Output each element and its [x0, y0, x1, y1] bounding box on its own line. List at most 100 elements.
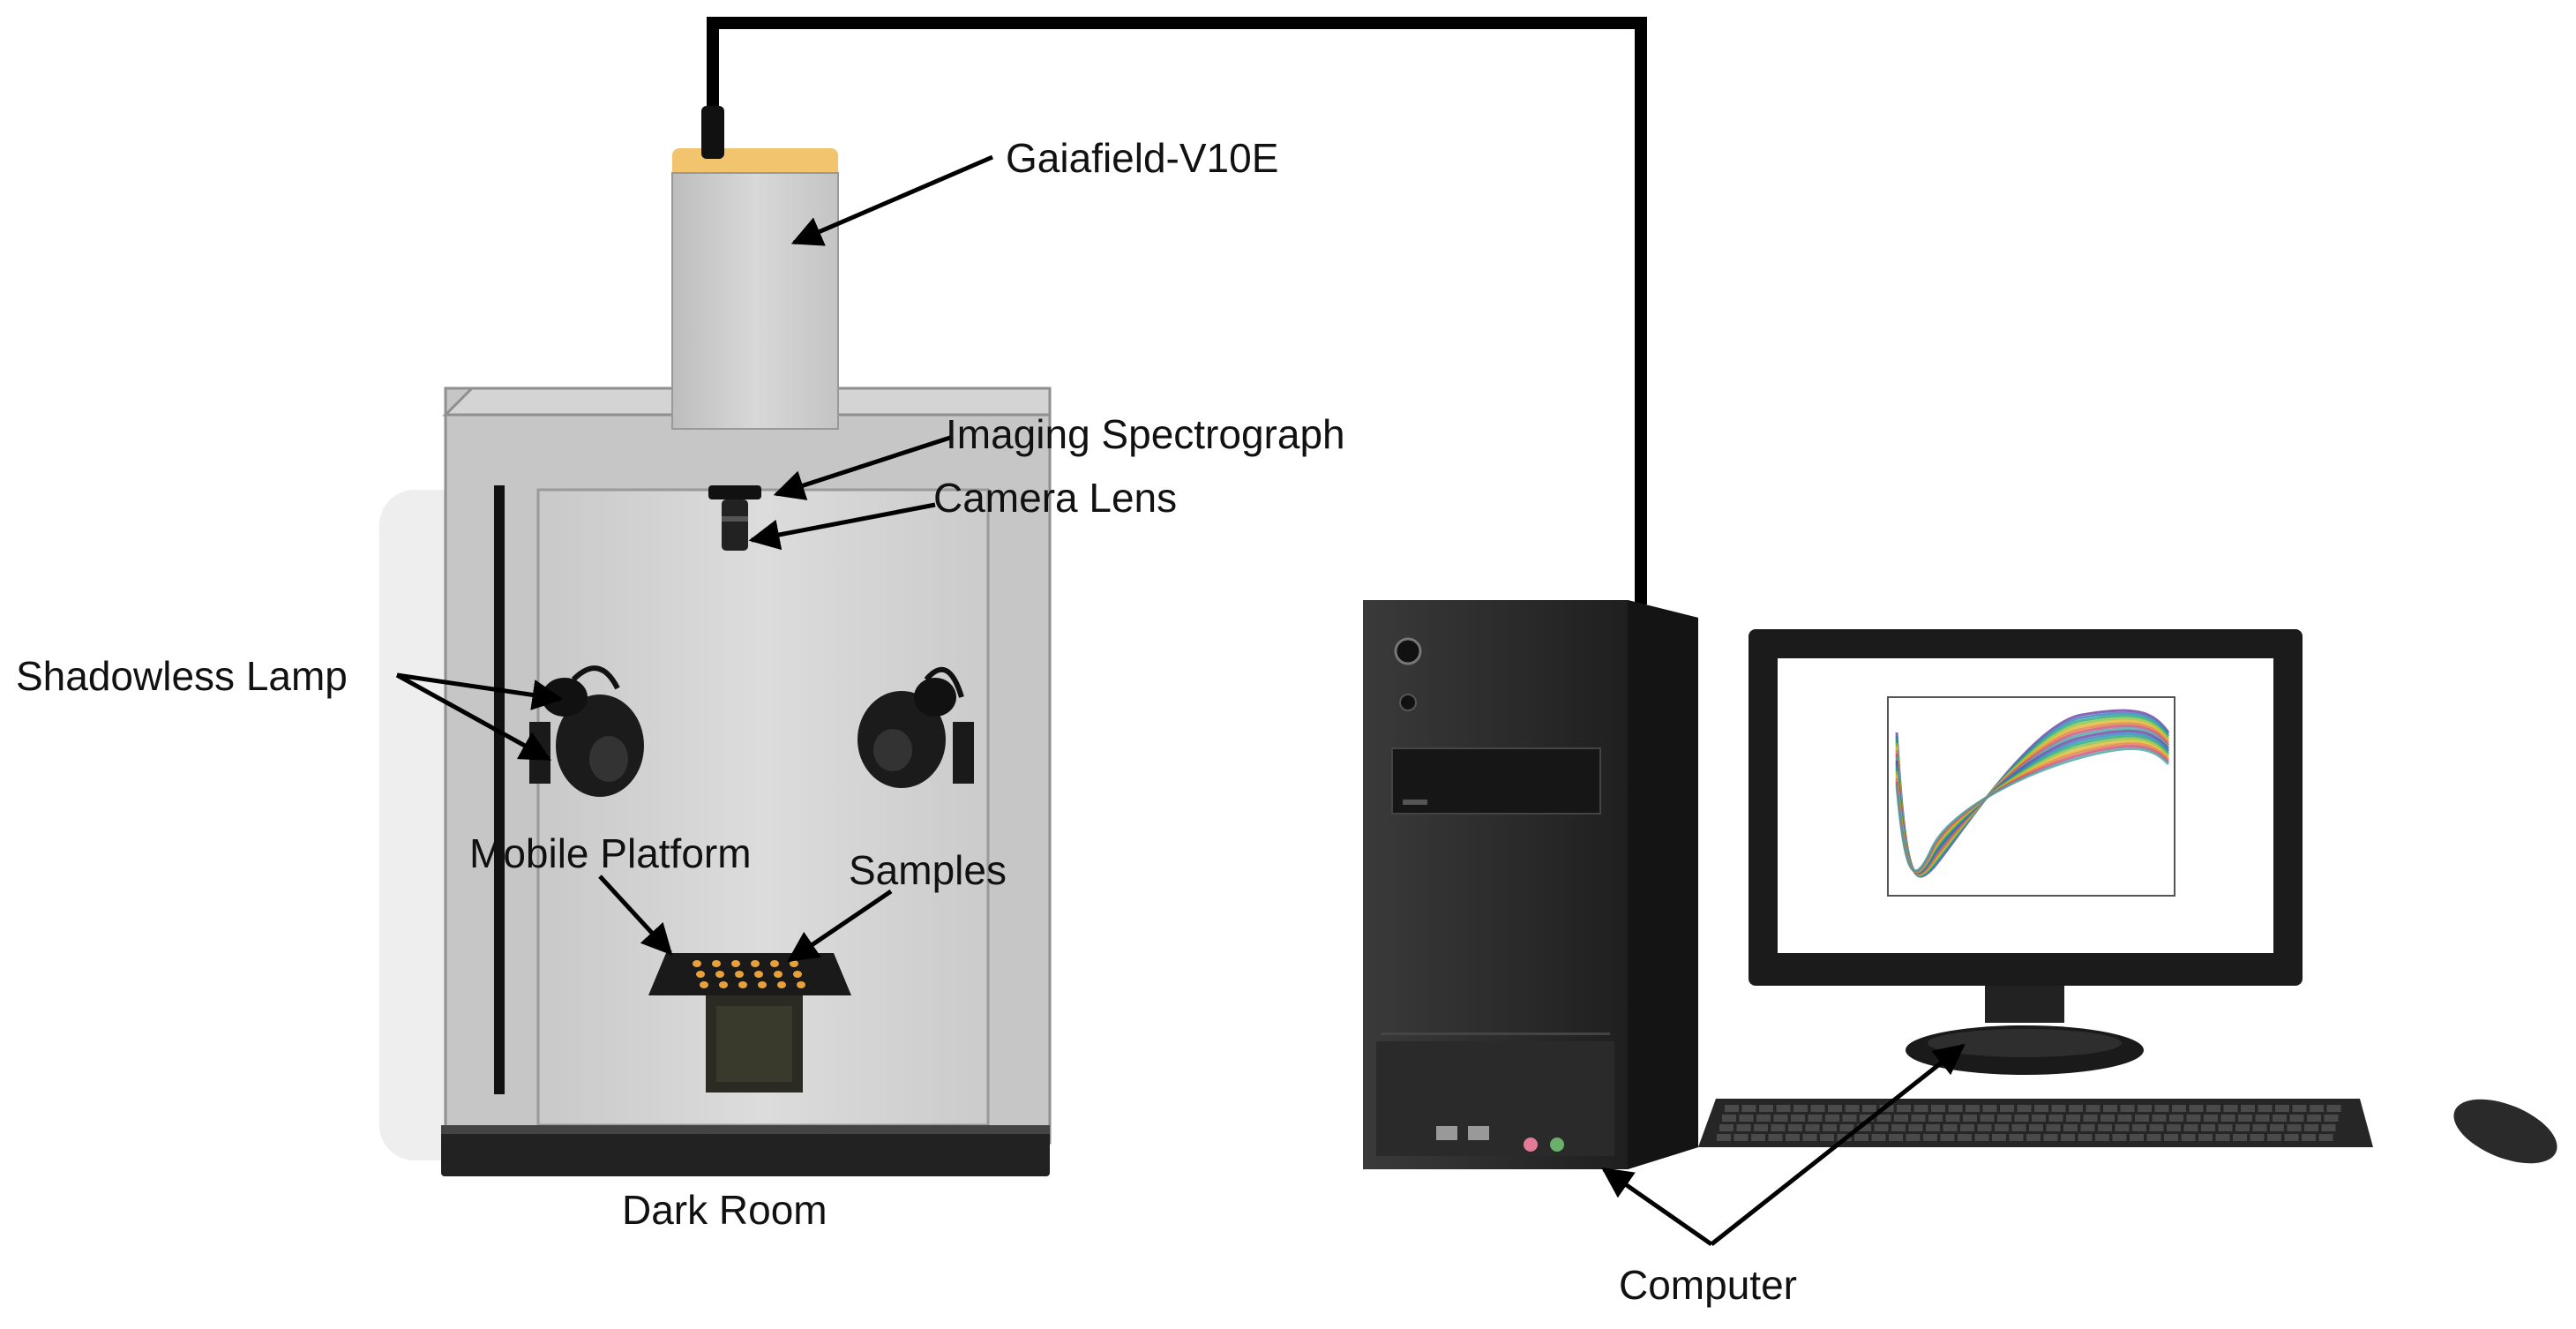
keyboard-key: [1997, 1115, 2011, 1122]
keyboard-key: [2083, 1115, 2098, 1122]
arrow-computer-tower: [1601, 1167, 1713, 1247]
keyboard-key: [2112, 1134, 2127, 1141]
sample-dot: [754, 971, 763, 978]
label-lens: Camera Lens: [933, 475, 1177, 521]
keyboard-key: [1995, 1124, 2009, 1131]
label-samples: Samples: [849, 847, 1007, 893]
keyboard-key: [1913, 1105, 1928, 1112]
keyboard-key: [2120, 1105, 2135, 1112]
keyboard-key: [2009, 1134, 2024, 1141]
sample-dot: [693, 960, 701, 967]
sample-dot: [790, 960, 798, 967]
keyboard-key: [2115, 1124, 2130, 1131]
keyboard-key: [1857, 1124, 1871, 1131]
keyboard-icon: [1698, 1099, 2373, 1147]
keyboard-key: [1889, 1134, 1903, 1141]
keyboard-key: [2275, 1105, 2289, 1112]
sample-dot: [712, 960, 721, 967]
sample-dot: [719, 981, 728, 988]
keyboard-key: [2095, 1134, 2109, 1141]
arrow-lamp-lower: [395, 672, 552, 762]
keyboard-key: [1928, 1115, 1943, 1122]
keyboard-key: [2146, 1134, 2161, 1141]
keyboard-key: [1974, 1134, 1989, 1141]
keyboard-key: [2169, 1115, 2183, 1122]
keyboard-key: [1805, 1124, 1820, 1131]
keyboard-key: [2078, 1134, 2093, 1141]
keyboard-key: [2220, 1115, 2235, 1122]
sample-dot: [696, 971, 705, 978]
keyboard-key: [2043, 1134, 2058, 1141]
keyboard-key: [2164, 1134, 2178, 1141]
keyboard-key: [2287, 1124, 2302, 1131]
keyboard-key: [1897, 1105, 1911, 1112]
hyperspectral-camera-icon: [671, 106, 839, 430]
arrow-computer-monitor: [1710, 1043, 1966, 1246]
keyboard-key: [1871, 1134, 1886, 1141]
keyboard-key: [1931, 1105, 1945, 1112]
keyboard-key: [1773, 1115, 1788, 1122]
keyboard-key: [2014, 1115, 2029, 1122]
keyboard-key: [1788, 1124, 1802, 1131]
sample-dot: [751, 960, 760, 967]
keyboard-key: [1791, 1115, 1805, 1122]
keyboard-key: [1754, 1124, 1768, 1131]
spectrum-curve: [1895, 747, 2170, 873]
keyboard-key: [2029, 1124, 2043, 1131]
keyboard-key: [1793, 1105, 1808, 1112]
keyboard-key: [2201, 1124, 2215, 1131]
keyboard-key: [1874, 1124, 1889, 1131]
sample-dot: [797, 981, 805, 988]
keyboard-key: [2307, 1115, 2321, 1122]
keyboard-key: [2318, 1134, 2333, 1141]
keyboard-key: [1911, 1115, 1926, 1122]
keyboard-key: [2241, 1105, 2255, 1112]
keyboard-key: [1906, 1134, 1921, 1141]
keyboard-key: [1825, 1115, 1839, 1122]
keyboard-key: [1736, 1124, 1751, 1131]
keyboard-key: [1966, 1105, 1980, 1112]
sample-dot: [770, 960, 779, 967]
keyboard-key: [1751, 1134, 1765, 1141]
arrow-lens: [748, 502, 936, 551]
keyboard-key: [2034, 1105, 2048, 1112]
keyboard-key: [2103, 1105, 2117, 1112]
keyboard-key: [2048, 1115, 2063, 1122]
keyboard-key: [2235, 1124, 2250, 1131]
sample-dot: [774, 971, 783, 978]
sample-dot: [700, 981, 708, 988]
label-lamp: Shadowless Lamp: [16, 653, 348, 699]
keyboard-key: [1908, 1124, 1923, 1131]
keyboard-key: [1940, 1134, 1955, 1141]
keyboard-key: [2132, 1124, 2146, 1131]
label-darkroom: Dark Room: [622, 1187, 827, 1233]
keyboard-key: [1722, 1115, 1736, 1122]
keyboard-key: [1923, 1134, 1937, 1141]
keyboard-key: [1776, 1105, 1791, 1112]
keyboard-key: [1960, 1124, 1974, 1131]
keyboard-key: [2183, 1124, 2198, 1131]
keyboard-key: [1876, 1115, 1891, 1122]
keyboard-key: [1992, 1134, 2006, 1141]
label-platform: Mobile Platform: [469, 830, 752, 876]
pc-tower-icon: [1363, 600, 1698, 1169]
keyboard-key: [1741, 1105, 1756, 1112]
keyboard-key: [2069, 1105, 2083, 1112]
arrow-camera: [790, 154, 993, 246]
keyboard-key: [2017, 1105, 2032, 1112]
keyboard-key: [1808, 1115, 1823, 1122]
screen-spectral-plot: [1887, 696, 2175, 897]
keyboard-key: [2011, 1124, 2026, 1131]
sample-dot: [793, 971, 802, 978]
sample-dot: [731, 960, 740, 967]
arrow-samples: [787, 889, 893, 963]
keyboard-key: [1943, 1124, 1958, 1131]
keyboard-key: [1823, 1124, 1837, 1131]
keyboard-key: [2046, 1124, 2061, 1131]
sample-dot: [758, 981, 767, 988]
keyboard-key: [2223, 1105, 2238, 1112]
keyboard-key: [1854, 1134, 1868, 1141]
keyboard-key: [2238, 1115, 2252, 1122]
keyboard-key: [2321, 1124, 2336, 1131]
